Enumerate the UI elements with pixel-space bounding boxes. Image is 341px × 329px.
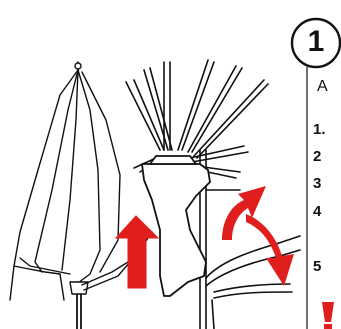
red-up-arrow-icon bbox=[114, 215, 160, 289]
lever-drawing bbox=[205, 235, 301, 329]
step-item-3: 3 bbox=[313, 175, 322, 192]
step-item-1: 1. bbox=[313, 121, 326, 138]
step-item-2: 2 bbox=[313, 148, 322, 165]
step-item-5: 5 bbox=[313, 258, 322, 275]
runner-hub-drawing bbox=[141, 155, 211, 297]
folded-umbrella-drawing bbox=[9, 61, 153, 329]
step-item-4: 4 bbox=[313, 203, 322, 220]
step-badge-circle bbox=[290, 17, 341, 69]
red-curved-double-arrow-icon bbox=[222, 186, 294, 286]
section-header-letter: A bbox=[317, 78, 328, 95]
red-exclamation-icon bbox=[322, 302, 334, 329]
step-number-badge: 1 bbox=[307, 25, 325, 58]
